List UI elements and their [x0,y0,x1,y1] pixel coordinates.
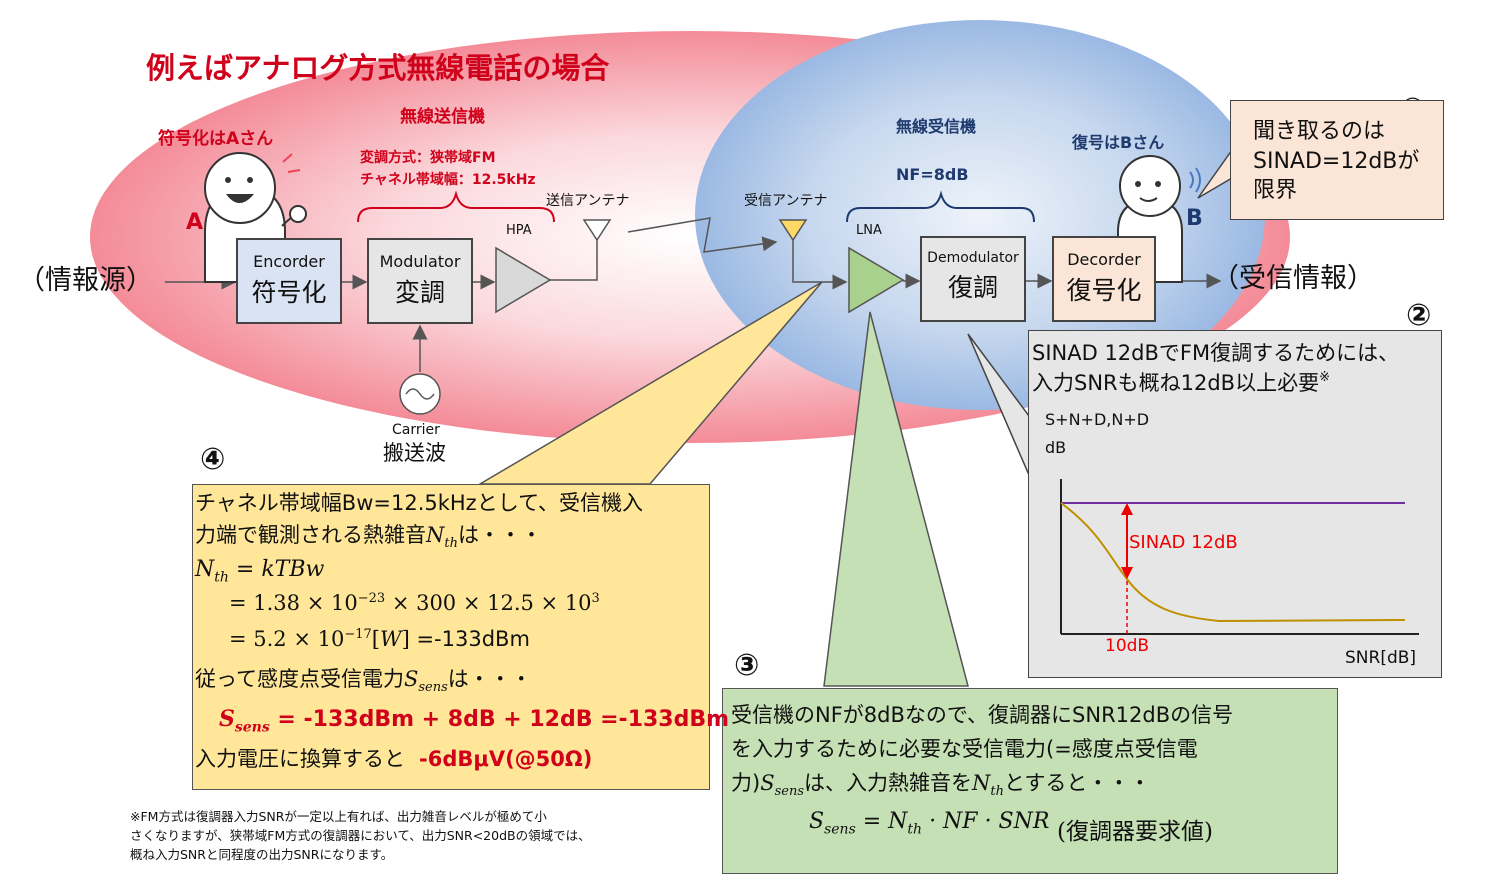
sink-label: （受信情報） [1212,263,1374,294]
lna-amplifier [848,246,905,314]
callout4-voltage: -6dBμV(@50Ω) [419,747,593,771]
demodulator-block: Demodulator 復調 [920,236,1026,322]
n-th-symbol: Nth [972,771,1004,800]
callout2-line-1: SINAD 12dBでFM復調するためには、 [1032,341,1400,365]
callout4-eq-2: = 1.38 × 10−23 × 300 × 12.5 × 103 [229,591,600,615]
source-label: （情報源） [18,265,153,296]
s-sens-symbol: Ssens [403,667,448,696]
callout4-eq-1: Nth = kTBw [195,557,325,586]
callout3-line-3: 力)Ssensは、入力熱雑音をNthとすると・・・ [731,771,1150,800]
bandwidth-spec: チャネル帯域幅：12.5kHz [360,172,536,188]
decoder-jp-label: 復号化 [1066,276,1142,305]
footnote: ※FM方式は復調器入力SNRが一定以上有れば、出力雑音レベルが極めて小 さくなり… [130,808,591,864]
callout1-line-3: 限界 [1253,178,1298,204]
carrier-label: Carrier [392,422,440,438]
callout3-formula: Ssens = Nth · NF · SNR [809,809,1050,838]
lna-label: LNA [856,223,882,238]
decoder-en-label: Decorder [1067,250,1141,269]
person-a-caption: 符号化はAさん [158,129,274,149]
tx-antenna-label: 送信アンテナ [546,193,630,209]
callout4-line-6a: 従って感度点受信電力 [195,667,404,691]
receiver-label: 無線受信機 [896,117,977,136]
sinad-chart [1060,479,1419,635]
callout3-formula-note: (復調器要求値) [1057,819,1213,845]
s-sens-symbol: Ssens [760,771,805,800]
callout4-box: チャネル帯域幅Bw=12.5kHzとして、受信機入 力端で観測される熱雑音Nth… [192,484,729,790]
person-a-letter: A [186,210,204,235]
callout2-line-2-text: 入力SNRも概ね12dB以上必要 [1032,371,1320,395]
callout3-number: ③ [734,648,760,683]
callout4-line-8-text: 入力電圧に換算すると [195,747,405,771]
callout4-result-text: = -133dBm + 8dB + 12dB =-133dBm [277,707,730,732]
hpa-amplifier [495,246,552,314]
modulator-en-label: Modulator [379,252,461,271]
callout2-line-2: 入力SNRも概ね12dB以上必要※ [1032,370,1330,395]
callout3-line-2: を入力するために必要な受信電力(=感度点受信電 [731,737,1198,761]
footnote-line-1: ※FM方式は復調器入力SNRが一定以上有れば、出力雑音レベルが極めて小 [130,809,547,824]
callout4-result: Ssens = -133dBm + 8dB + 12dB =-133dBm [219,706,730,736]
encoder-jp-label: 符号化 [251,278,327,307]
chart-x-marker: 10dB [1105,636,1150,656]
footnote-line-3: 概ね入力SNRと同程度の出力SNRになります。 [130,846,394,862]
callout3-pointer [823,311,969,687]
callout4-eq-3: = 5.2 × 10−17[W] =-133dBm [229,627,530,651]
carrier-jp-label: 搬送波 [383,441,446,465]
n-th-symbol: Nth [426,523,458,552]
encoder-en-label: Encorder [253,252,325,271]
callout4-line-2: 力端で観測される熱雑音Nthは・・・ [195,523,542,552]
receiver-brace [846,190,1035,223]
callout1-box: 聞き取るのは SINAD=12dBが 限界 [1230,100,1444,220]
callout4-number: ④ [200,442,226,477]
chart-ylabel-2: dB [1045,438,1067,457]
footnote-line-2: さくなりますが、狭帯域FM方式の復調器において、出力SNR<20dBの領域では、 [130,827,591,843]
radio-link-arrow [627,217,778,253]
chart-ylabel-1: S+N+D,N+D [1045,410,1150,429]
demodulator-en-label: Demodulator [927,250,1019,266]
encoder-block: Encorder 符号化 [236,238,342,324]
nf-label: NF=8dB [896,165,969,184]
hpa-label: HPA [506,223,532,238]
callout4-line-2b: は・・・ [457,523,542,547]
transmitter-brace [357,190,555,223]
person-b-letter: B [1186,206,1203,231]
decoder-block: Decorder 復号化 [1052,236,1156,322]
callout3-box: 受信機のNFが8dBなので、復調器にSNR12dBの信号 を入力するために必要な… [722,688,1338,874]
callout4-line-6b: は・・・ [447,667,532,691]
callout2-note-mark: ※ [1319,370,1330,385]
chart-xlabel: SNR[dB] [1345,648,1417,668]
person-b-caption: 復号はBさん [1072,133,1165,152]
callout2-number: ② [1406,298,1432,333]
page-title: 例えばアナログ方式無線電話の場合 [146,51,610,85]
callout1-line-2: SINAD=12dBが [1253,148,1420,174]
chart-sinad-label: SINAD 12dB [1129,532,1238,553]
callout4-line-2a: 力端で観測される熱雑音 [195,523,426,547]
tx-antenna [582,219,612,242]
modulator-jp-label: 変調 [394,278,445,307]
callout4-line-1: チャネル帯域幅Bw=12.5kHzとして、受信機入 [195,491,644,515]
callout3-line-3b: は、入力熱雑音を [804,771,973,795]
transmitter-label: 無線送信機 [400,107,485,127]
noise-level-curve [1060,502,1406,623]
callout1-line-1: 聞き取るのは [1253,119,1386,144]
callout3-line-3c: とすると・・・ [1004,771,1151,795]
callout4-line-6: 従って感度点受信電力Ssensは・・・ [195,667,532,696]
demodulator-jp-label: 復調 [947,273,998,302]
modulator-block: Modulator 変調 [367,238,473,324]
rx-antenna [778,219,808,242]
modulation-spec: 変調方式：狭帯域FM [360,150,496,166]
callout3-line-3a: 力) [731,771,761,795]
rx-antenna-label: 受信アンテナ [744,193,828,209]
callout3-line-1: 受信機のNFが8dBなので、復調器にSNR12dBの信号 [731,703,1234,727]
callout2-box: SINAD 12dBでFM復調するためには、 入力SNRも概ね12dB以上必要※… [1028,330,1442,678]
callout4-line-8: 入力電圧に換算すると -6dBμV(@50Ω) [195,747,592,771]
